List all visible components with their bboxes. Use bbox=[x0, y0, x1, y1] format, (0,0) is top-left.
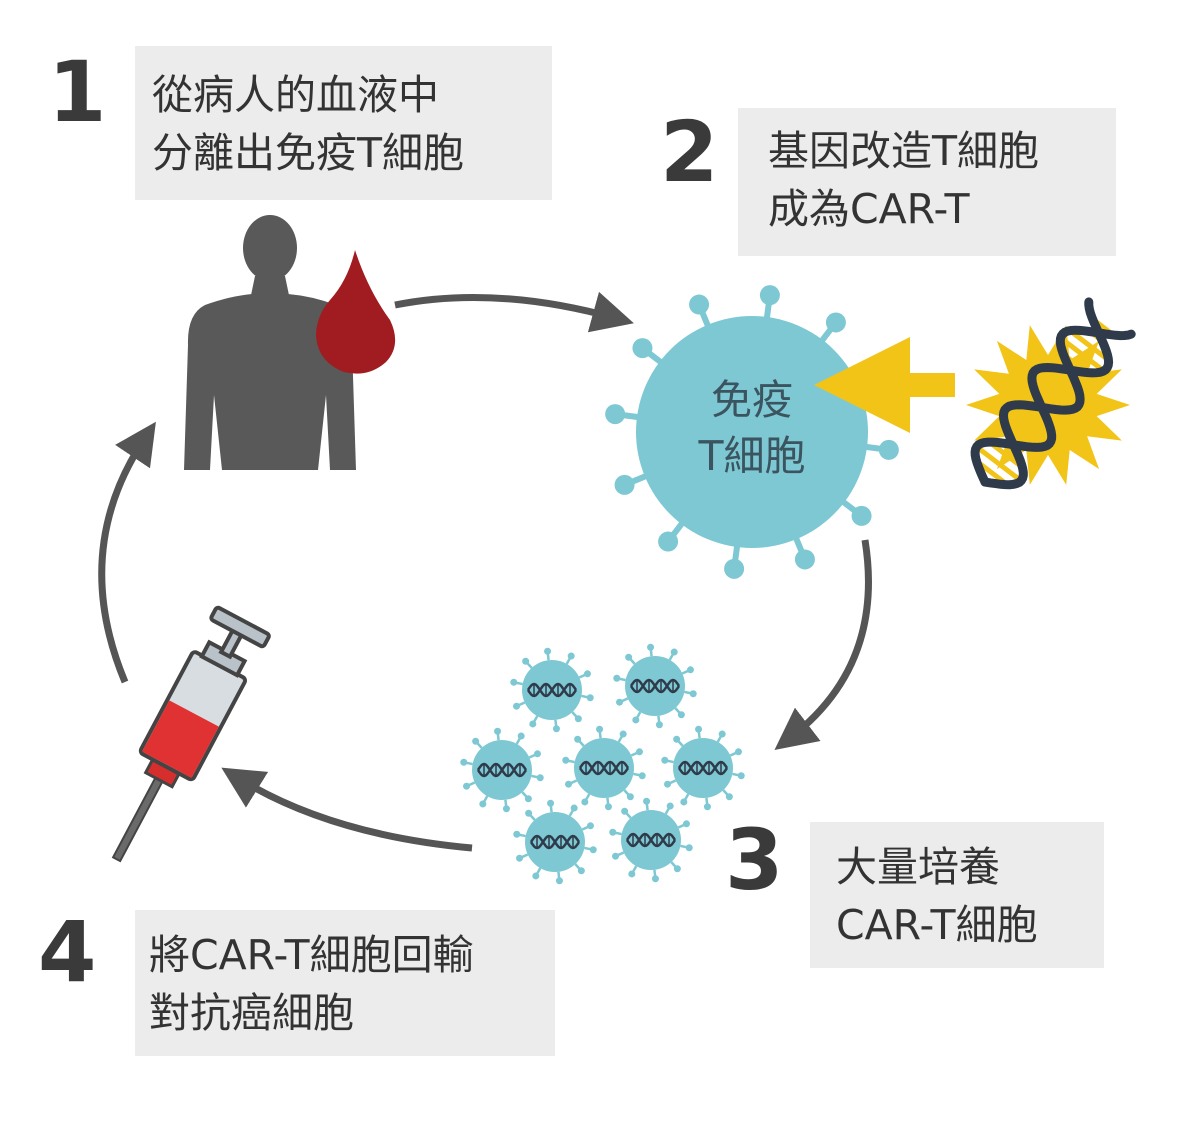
cultured-cell-icon bbox=[562, 725, 646, 811]
step-3-box: 大量培養 CAR-T細胞 bbox=[810, 822, 1104, 968]
step-2-number: 2 bbox=[660, 103, 719, 201]
blood-drop-icon bbox=[316, 250, 396, 374]
step-1-number: 1 bbox=[48, 43, 107, 141]
step-3-text-line2: CAR-T細胞 bbox=[836, 901, 1038, 949]
syringe-icon bbox=[111, 605, 271, 863]
step-1-box: 從病人的血液中 分離出免疫T細胞 bbox=[135, 46, 552, 200]
cultured-cell-icon bbox=[613, 643, 697, 729]
step-2-text-line1: 基因改造T細胞 bbox=[768, 127, 1040, 175]
step-1-text-line2: 分離出免疫T細胞 bbox=[152, 129, 465, 177]
step-4-box: 將CAR-T細胞回輸 對抗癌細胞 bbox=[135, 910, 555, 1056]
step-2-box: 基因改造T細胞 成為CAR-T bbox=[738, 108, 1116, 256]
arrow-culture-to-syringe bbox=[221, 767, 473, 852]
step-3-text-line1: 大量培養 bbox=[836, 843, 1000, 891]
arrow-syringe-to-body bbox=[98, 421, 156, 684]
cultured-cell-icon bbox=[460, 727, 544, 813]
step-1-text-line1: 從病人的血液中 bbox=[152, 71, 439, 119]
patient-body-icon bbox=[184, 215, 356, 470]
t-cell-label: 免疫 T細胞 bbox=[680, 372, 824, 484]
arrow-cell-to-culture bbox=[774, 539, 872, 750]
t-cell-label-line2: T細胞 bbox=[698, 432, 806, 480]
cell-culture-cluster bbox=[460, 643, 745, 885]
cultured-cell-icon bbox=[510, 647, 594, 733]
cultured-cell-icon bbox=[661, 725, 745, 811]
arrow-body-to-cell bbox=[394, 291, 634, 333]
cultured-cell-icon bbox=[609, 797, 693, 883]
cultured-cell-icon bbox=[513, 799, 597, 885]
step-2-text-line2: 成為CAR-T bbox=[768, 185, 970, 233]
step-4-text-line1: 將CAR-T細胞回輸 bbox=[149, 931, 474, 979]
step-4-text-line2: 對抗癌細胞 bbox=[149, 989, 354, 1037]
t-cell-icon bbox=[605, 285, 899, 579]
t-cell-label-line1: 免疫 bbox=[711, 376, 793, 424]
step-3-number: 3 bbox=[725, 811, 784, 909]
dna-icon bbox=[970, 297, 1136, 490]
step-4-number: 4 bbox=[38, 903, 97, 1001]
